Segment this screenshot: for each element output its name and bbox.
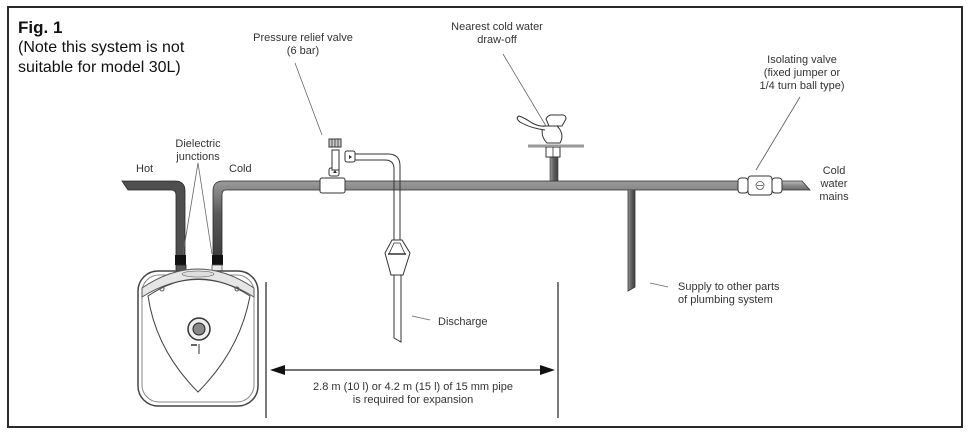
dielectric-label-line1: Dielectric	[175, 138, 221, 150]
pressure-relief-valve	[294, 62, 356, 194]
expansion-label-line1: 2.8 m (10 l) or 4.2 m (15 l) of 15 mm pi…	[313, 381, 513, 393]
isolating-valve-label: Isolating valve (fixed jumper or 1/4 tur…	[752, 54, 852, 93]
cold-label: Cold	[229, 163, 252, 175]
dielectric-junctions-label: Dielectric junctions	[168, 138, 228, 164]
cold-water-mains-label: Cold water mains	[812, 165, 856, 204]
isolating-valve-label-line3: 1/4 turn ball type)	[759, 80, 845, 92]
discharge-label: Discharge	[438, 316, 488, 328]
supply-other-parts-label: Supply to other parts of plumbing system	[678, 281, 780, 307]
expansion-label: 2.8 m (10 l) or 4.2 m (15 l) of 15 mm pi…	[280, 381, 546, 407]
water-heater-tank	[137, 268, 259, 407]
isolating-valve	[737, 96, 811, 196]
pressure-relief-valve-label-line2: (6 bar)	[286, 45, 320, 57]
pressure-relief-valve-label-line1: Pressure relief valve	[253, 32, 353, 44]
hot-label: Hot	[136, 163, 154, 175]
figure-title: Fig. 1	[18, 18, 63, 37]
isolating-valve-label-line1: Isolating valve	[767, 54, 837, 66]
figure-note-line2: suitable for model 30L)	[18, 59, 181, 76]
figure-frame	[7, 6, 963, 428]
cold-mains-label-line1: Cold	[822, 165, 846, 177]
discharge-pipe	[355, 153, 431, 343]
figure-note-line1: (Note this system is not	[18, 39, 185, 56]
nearest-cold-water-tap	[502, 53, 584, 182]
expansion-label-line2: is required for expansion	[352, 394, 474, 406]
nearest-cold-water-label: Nearest cold water draw-off	[442, 21, 552, 47]
isolating-valve-label-line2: (fixed jumper or	[763, 67, 841, 79]
expansion-dimension	[265, 282, 559, 418]
pressure-relief-valve-label: Pressure relief valve (6 bar)	[248, 32, 358, 58]
dielectric-label-line2: junctions	[176, 151, 220, 163]
dielectric-leaders	[182, 162, 213, 255]
cold-feed-pipe	[212, 180, 741, 263]
cold-mains-label-line3: mains	[819, 191, 849, 203]
nearest-cold-water-label-line2: draw-off	[477, 34, 517, 46]
cold-mains-label-line2: water	[820, 178, 848, 190]
supply-label-line1: Supply to other parts	[678, 281, 780, 293]
figure-note: (Note this system is not suitable for mo…	[18, 38, 248, 78]
supply-label-line2: of plumbing system	[678, 294, 773, 306]
supply-branch-pipe	[627, 190, 669, 292]
hot-pipe	[121, 180, 186, 263]
nearest-cold-water-label-line1: Nearest cold water	[451, 21, 543, 33]
